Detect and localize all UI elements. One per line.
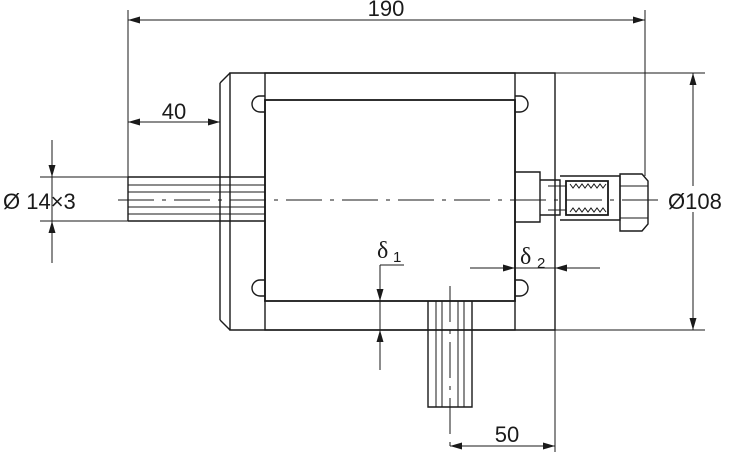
delta2-subscript: 2 [537,255,545,272]
dim-inlet-label: Ø 14×3 [3,189,76,214]
dimension-190: 190 [127,0,646,177]
dim-40-label: 40 [162,99,186,124]
dimension-inlet-pipe: Ø 14×3 [3,140,128,263]
dimension-50: 50 [450,330,556,452]
outer-housing [219,72,556,331]
dim-108-label: Ø108 [668,189,722,214]
dimension-108: Ø108 [555,72,722,331]
inlet-pipe [127,176,265,222]
dim-50-label: 50 [495,422,519,447]
delta1-subscript: 1 [393,249,401,266]
delta2-symbol: δ [520,244,531,270]
inner-chamber [264,72,516,331]
gap-delta2: δ 2 [470,244,600,272]
centerlines [118,199,665,450]
dim-190-label: 190 [368,0,405,21]
dimension-40: 40 [128,83,221,130]
mounting-slots [251,95,529,297]
gap-delta1: δ 1 [372,238,428,370]
delta1-symbol: δ [377,238,388,264]
right-fitting [515,171,649,232]
